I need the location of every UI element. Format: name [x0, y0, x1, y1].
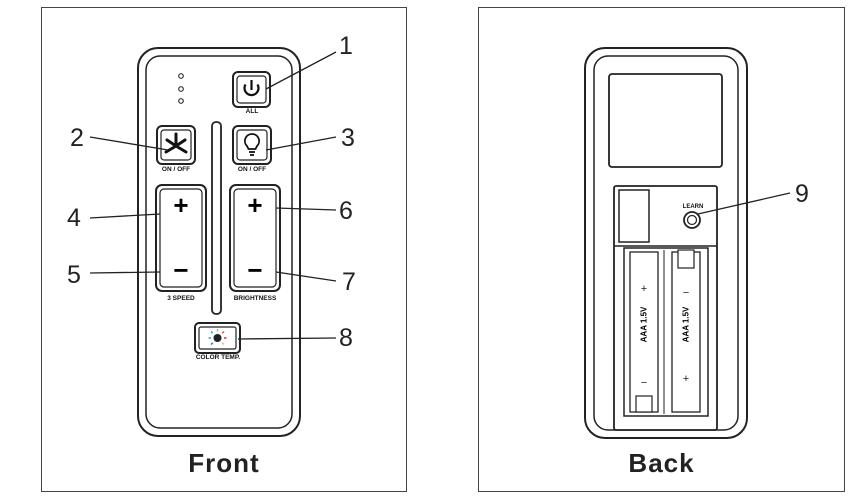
back-callout-line: [697, 192, 791, 215]
color-temp-label: COLOR TEMP.: [195, 354, 241, 361]
front-callout-lines: [89, 51, 337, 340]
battery-compartment: + + − −: [613, 185, 718, 431]
callout-4: 4: [67, 204, 81, 232]
bulb-icon: [244, 133, 260, 156]
power-button[interactable]: [232, 71, 271, 108]
callout-5: 5: [67, 261, 81, 289]
spring-icon: [677, 249, 695, 269]
back-panel: Back: [478, 7, 845, 492]
center-divider: [211, 121, 222, 315]
fan-toggle-button[interactable]: [156, 125, 196, 165]
callout-1: 1: [339, 32, 353, 60]
spring-icon: [635, 395, 653, 413]
brightness-minus-icon[interactable]: −: [247, 255, 263, 285]
color-temp-button[interactable]: [194, 322, 241, 354]
brightness-plus-icon[interactable]: +: [247, 190, 263, 220]
fan-icon: [164, 132, 188, 154]
power-label: ALL: [245, 108, 259, 115]
brightness-rocker[interactable]: [229, 184, 281, 292]
front-caption: Front: [188, 448, 260, 478]
callout-3: 3: [341, 124, 355, 152]
learn-button[interactable]: [683, 211, 701, 229]
light-label: ON / OFF: [237, 166, 267, 173]
back-caption: Back: [628, 448, 695, 478]
callout-7: 7: [342, 268, 356, 296]
led-indicator-icon: [178, 73, 184, 104]
speed-label: 3 SPEED: [167, 295, 195, 302]
brightness-label: BRIGHTNESS: [233, 295, 277, 302]
speed-minus-icon[interactable]: −: [173, 255, 189, 285]
svg-text:−: −: [641, 377, 647, 389]
callout-8: 8: [339, 324, 353, 352]
svg-text:−: −: [683, 287, 689, 299]
callout-9: 9: [795, 180, 809, 208]
callout-6: 6: [339, 197, 353, 225]
svg-text:+: +: [641, 283, 647, 295]
callout-2: 2: [70, 124, 84, 152]
power-icon: [243, 83, 260, 97]
learn-label: LEARN: [682, 204, 704, 210]
light-toggle-button[interactable]: [232, 125, 272, 165]
front-panel: Front: [41, 7, 407, 492]
svg-text:+: +: [683, 373, 689, 385]
battery-label-2: AAA 1.5V: [681, 306, 691, 343]
color-temp-icon: [208, 329, 227, 346]
fan-label: ON / OFF: [161, 166, 191, 173]
speed-rocker[interactable]: [155, 184, 207, 292]
battery-label-1: AAA 1.5V: [639, 306, 649, 343]
back-window: [608, 73, 723, 168]
speed-plus-icon[interactable]: +: [173, 190, 189, 220]
